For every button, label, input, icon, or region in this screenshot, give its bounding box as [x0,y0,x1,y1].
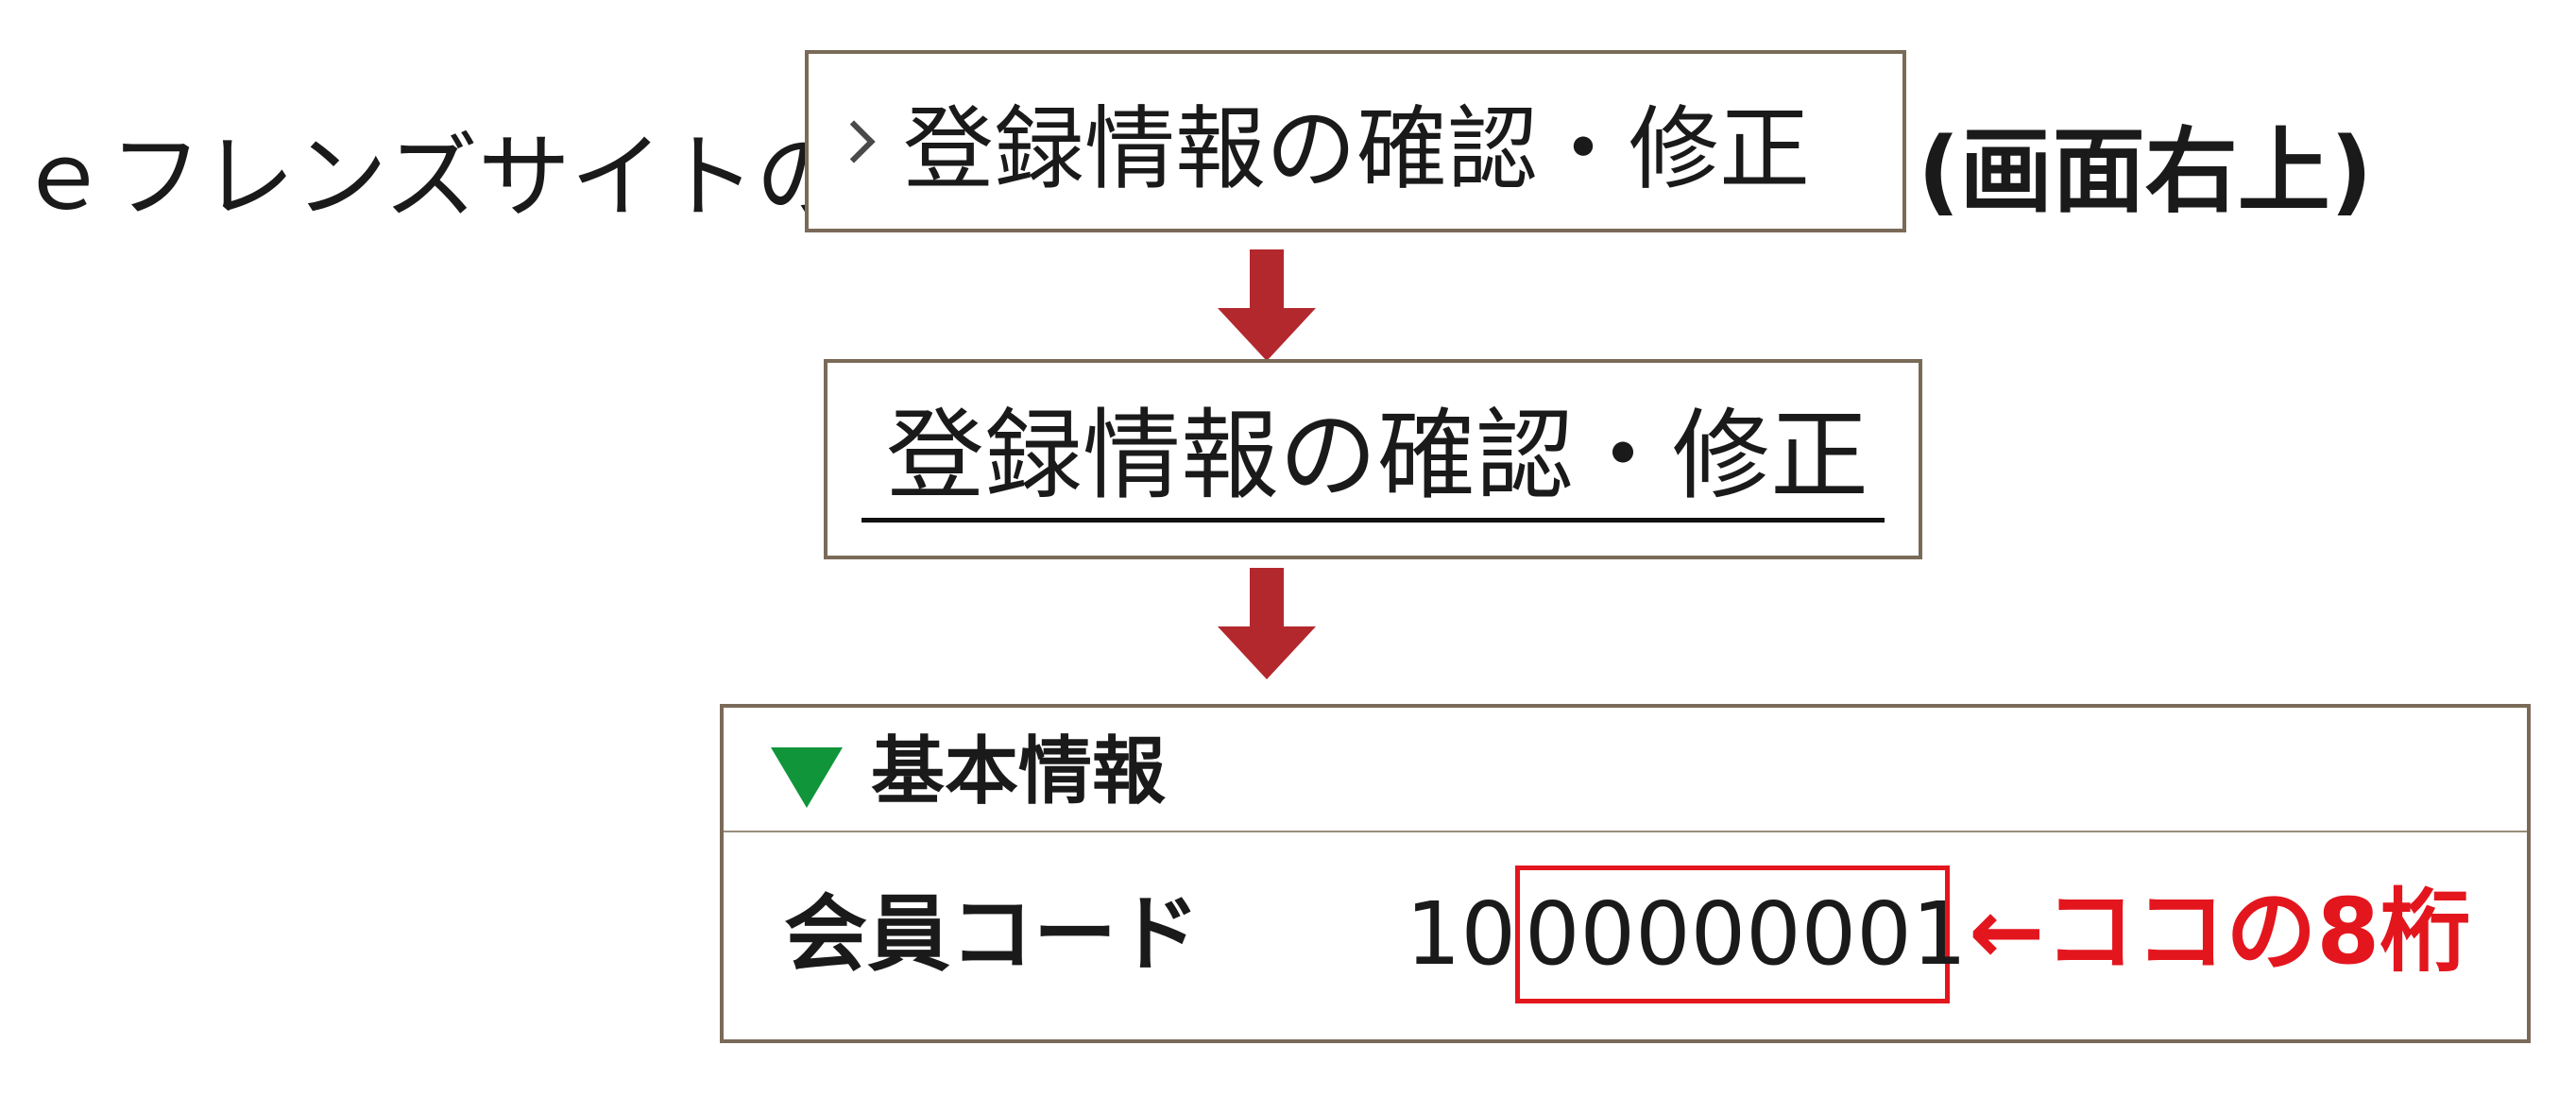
down-arrow-2 [1218,568,1316,679]
member-code-label: 会員コード [784,885,1201,983]
registration-link-box[interactable]: 登録情報の確認・修正 [805,50,1906,232]
intro-text: ｅフレンズサイトの [17,124,849,231]
member-code-prefix: 10 [1406,883,1517,985]
registration-heading: 登録情報の確認・修正 [886,398,1869,513]
eight-digit-annotation: ←ココの8桁 [1969,879,2471,985]
code-highlight-box [1515,866,1950,1003]
basic-info-panel: 基本情報 会員コード 10 00000001 ←ココの8桁 [720,704,2531,1043]
location-note: (画面右上) [1918,118,2373,226]
member-code-digits: 00000001 [1525,883,1968,985]
panel-header: 基本情報 [724,708,2527,832]
registration-heading-box: 登録情報の確認・修正 [824,359,1922,559]
heading-underline [862,518,1885,523]
panel-title: 基本情報 [871,729,1167,814]
chevron-right-icon [832,119,876,163]
registration-link-label: 登録情報の確認・修正 [903,96,1810,202]
down-arrow-1 [1218,249,1316,361]
triangle-down-icon [771,747,843,808]
